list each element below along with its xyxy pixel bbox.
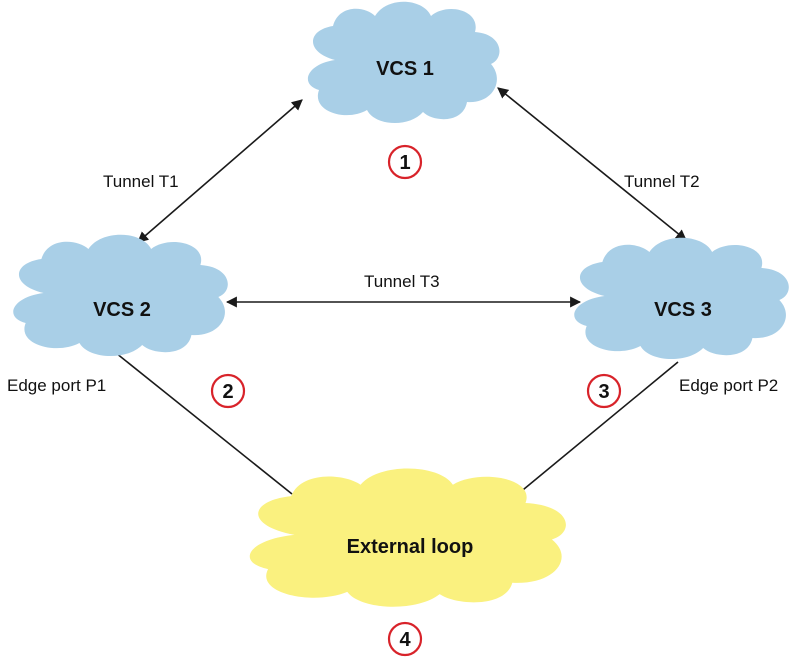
tunnel-t2-label: Tunnel T2	[624, 172, 700, 191]
tunnel-t2-arrow	[497, 87, 687, 241]
vcs3-cloud: VCS 3	[574, 237, 789, 360]
edge-port-p1-link	[115, 352, 293, 495]
vcs2-label: VCS 2	[93, 299, 151, 321]
callout-badge-2-number: 2	[222, 381, 233, 403]
external-loop-cloud: External loop	[249, 468, 566, 607]
callout-badge-1-number: 1	[399, 152, 410, 174]
tunnel-t3-label: Tunnel T3	[364, 272, 440, 291]
edge-port-p2-label: Edge port P2	[679, 376, 778, 395]
tunnel-t1-label: Tunnel T1	[103, 172, 179, 191]
callout-badge-3: 3	[586, 373, 622, 409]
callout-badge-4-number: 4	[399, 629, 411, 651]
vcs1-cloud: VCS 1	[307, 1, 500, 124]
vcs2-cloud: VCS 2	[13, 234, 228, 357]
external-loop-label: External loop	[347, 536, 474, 558]
edge-port-p1-label: Edge port P1	[7, 376, 106, 395]
tunnel-t1-arrow	[137, 99, 303, 243]
vcs1-label: VCS 1	[376, 58, 434, 80]
vcs3-label: VCS 3	[654, 299, 712, 321]
callout-badge-4: 4	[387, 621, 423, 657]
callout-badge-2: 2	[210, 373, 246, 409]
callout-badge-1: 1	[387, 144, 423, 180]
callout-badge-3-number: 3	[598, 381, 609, 403]
edge-port-p2-link	[517, 361, 679, 495]
